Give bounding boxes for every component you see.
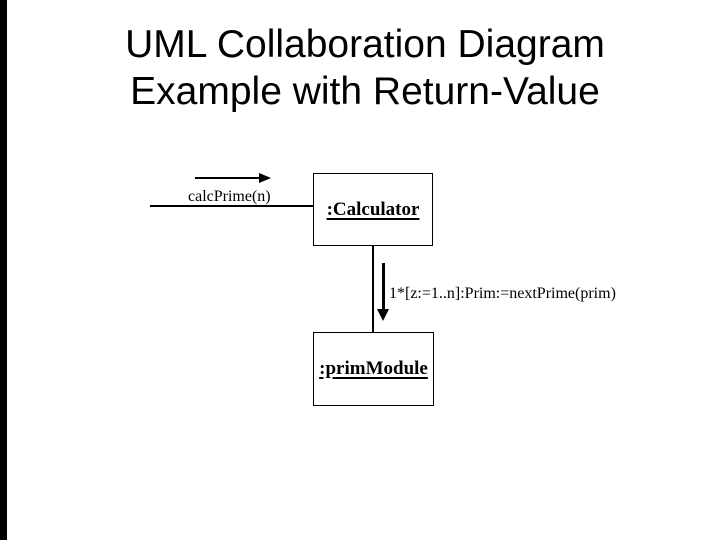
arrowhead-right-icon: [259, 173, 271, 183]
slide-edge-bar: [0, 0, 7, 540]
link-line-horizontal: [150, 205, 314, 207]
iteration-arrow-line: [382, 263, 385, 310]
object-box-primmodule: :primModule: [313, 332, 434, 406]
link-line-vertical: [372, 246, 374, 332]
title-line-1: UML Collaboration Diagram: [125, 23, 605, 66]
object-name-calculator: :Calculator: [326, 198, 420, 220]
call-arrow-line: [195, 177, 260, 179]
arrowhead-down-icon: [377, 309, 389, 321]
object-box-calculator: :Calculator: [313, 173, 433, 246]
title-line-2: Example with Return-Value: [130, 70, 600, 113]
iteration-message-label: 1*[z:=1..n]:Prim:=nextPrime(prim): [389, 285, 616, 302]
object-name-primmodule: :primModule: [319, 358, 428, 379]
call-message-label: calcPrime(n): [188, 188, 271, 205]
